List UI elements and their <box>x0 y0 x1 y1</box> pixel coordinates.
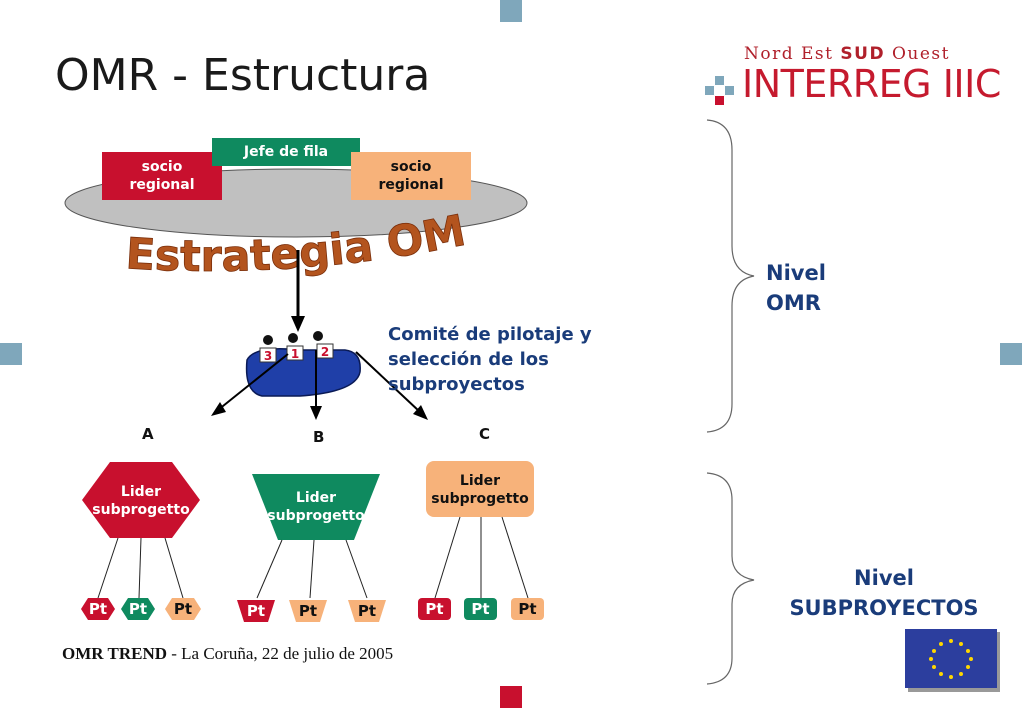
brace-nivel-subproyectos <box>706 472 755 685</box>
branch-label-a: A <box>142 425 154 443</box>
pt-a1-shape <box>81 598 115 620</box>
pt-a2-shape <box>121 598 155 620</box>
pt-c2-label: Pt <box>471 600 490 618</box>
pt-c1-label: Pt <box>425 600 444 618</box>
pt-b1-shape <box>237 600 275 622</box>
leader-c-box <box>426 461 534 517</box>
pt-b3-shape <box>348 600 386 622</box>
arrow-head-committee <box>291 316 305 332</box>
nivel-subproyectos-line1: Nivel <box>854 566 914 590</box>
socio-regional-right-label: socio regional <box>378 159 444 193</box>
pt-b2-label: Pt <box>298 602 318 620</box>
brace-nivel-omr <box>706 119 755 433</box>
footer-place-date: - La Coruña, 22 de julio de 2005 <box>167 644 394 663</box>
pt-a2-label: Pt <box>128 600 148 618</box>
decor-square-bottom <box>500 686 522 708</box>
pt-b1-label: Pt <box>246 602 266 620</box>
branch-label-c: C <box>479 425 491 443</box>
logo-main-text: INTERREG IIIC <box>742 62 1001 106</box>
logo-cross-icon <box>705 76 734 105</box>
arrow-head-b <box>310 406 322 420</box>
leader-c-label: Lider subprogetto <box>431 473 529 507</box>
leader-b-trapezoid <box>252 474 380 540</box>
pt-c1-shape <box>418 598 451 620</box>
pt-a1-label: Pt <box>88 600 108 618</box>
arrow-head-a <box>211 402 226 416</box>
leader-a-label: Lider subprogetto <box>92 484 190 518</box>
decor-square-right <box>1000 343 1022 365</box>
team-number-1: 1 <box>291 347 299 361</box>
pt-c2-shape <box>464 598 497 620</box>
jefe-de-fila-label: Jefe de fila <box>243 144 329 160</box>
committee-table-icon <box>245 331 361 397</box>
committee-description: Comité de pilotaje y selección de los su… <box>388 324 592 395</box>
nivel-subproyectos-line2: SUBPROYECTOS <box>789 596 979 620</box>
decor-square-left <box>0 343 22 365</box>
arrow-branch-a <box>217 353 289 411</box>
socio-regional-right-box: socio regional <box>351 152 471 200</box>
branch-label-b: B <box>313 428 325 446</box>
pt-connectors <box>97 516 529 599</box>
pt-c3-label: Pt <box>518 600 537 618</box>
pt-a3-shape <box>165 598 201 620</box>
team-number-2: 2 <box>321 345 329 359</box>
leader-a-hexagon <box>82 462 200 538</box>
pt-c3-shape <box>511 598 544 620</box>
jefe-de-fila-box: Jefe de fila <box>212 138 360 166</box>
logo-top-line: Nord Est SUD Ouest <box>744 44 950 64</box>
decor-square-top <box>500 0 522 22</box>
nivel-omr-label: Nivel OMR <box>766 261 826 315</box>
eu-flag-icon <box>905 629 1000 692</box>
pt-b2-shape <box>289 600 327 622</box>
pt-a3-label: Pt <box>173 600 193 618</box>
team-number-3: 3 <box>264 349 272 363</box>
footer-event-name: OMR TREND <box>62 644 167 663</box>
nivel-subproyectos-label: Nivel SUBPROYECTOS <box>764 563 1004 623</box>
socio-regional-left-label: socio regional <box>129 159 195 193</box>
footer-caption: OMR TREND - La Coruña, 22 de julio de 20… <box>62 644 393 664</box>
arrow-head-c <box>413 405 428 420</box>
leader-b-label: Lider subprogetto <box>267 490 365 524</box>
pt-b3-label: Pt <box>357 602 377 620</box>
socio-regional-left-box: socio regional <box>102 152 222 200</box>
page-title: OMR - Estructura <box>55 50 431 101</box>
arrow-branch-c <box>355 351 421 413</box>
